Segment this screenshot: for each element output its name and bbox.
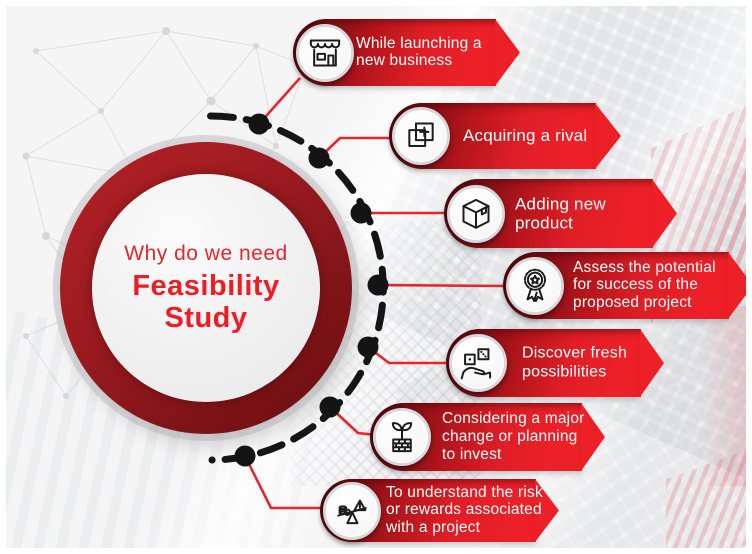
center-circle: Why do we need Feasibility Study [92, 174, 320, 402]
banner-arrow-tip [728, 252, 746, 319]
banner-arrow-tip [495, 19, 520, 86]
banner-label: To understand the risk or rewards associ… [386, 483, 543, 537]
award-ribbon-icon [524, 268, 546, 302]
banner-arrow-tip [640, 329, 664, 397]
acquisition-icon [408, 122, 434, 147]
storefront-icon [309, 39, 341, 66]
banner-icon-circle [449, 334, 507, 392]
banner-label: Assess the potential for success of the … [573, 258, 716, 312]
banner-arrow-tip [581, 403, 605, 471]
banner-label: Acquiring a rival [463, 126, 588, 146]
banner-arrow-tip [652, 179, 677, 248]
infographic-canvas: Why do we need Feasibility Study [6, 6, 746, 548]
center-title-main-2: Study [164, 302, 248, 334]
banner-understand-risk: To understand the risk or rewards associ… [320, 479, 560, 542]
banner-adding-product: Adding new product [444, 179, 680, 248]
risk-balance-icon [337, 499, 367, 524]
dice-hand-icon [460, 348, 492, 380]
banner-label: Adding new product [515, 193, 606, 233]
banner-discover-possibilities: Discover fresh possibilities [446, 329, 666, 397]
banner-icon-circle [296, 23, 354, 82]
banner-label: Discover fresh possibilities [522, 344, 628, 380]
banner-label: Considering a major change or planning t… [442, 410, 585, 463]
banner-launching-business: While launching a new business [293, 19, 523, 86]
banner-acquiring-rival: Acquiring a rival [389, 103, 624, 169]
package-icon [462, 198, 490, 229]
banner-major-change-invest: Considering a major change or planning t… [370, 403, 606, 471]
banner-icon-circle [506, 256, 564, 315]
banner-icon-circle [373, 408, 431, 466]
banner-icon-circle [323, 481, 381, 540]
center-title-prefix: Why do we need [124, 241, 288, 265]
banner-icon-circle [392, 107, 450, 165]
banner-assess-potential: Assess the potential for success of the … [503, 252, 746, 319]
banner-label: While launching a new business [356, 34, 482, 70]
red-building-tint-lower [666, 442, 746, 548]
red-building-tint-right [698, 306, 746, 486]
growth-invest-icon [391, 422, 413, 453]
center-title-main: Feasibility [132, 269, 280, 302]
banner-icon-circle [447, 184, 505, 243]
banner-arrow-tip [595, 103, 621, 169]
